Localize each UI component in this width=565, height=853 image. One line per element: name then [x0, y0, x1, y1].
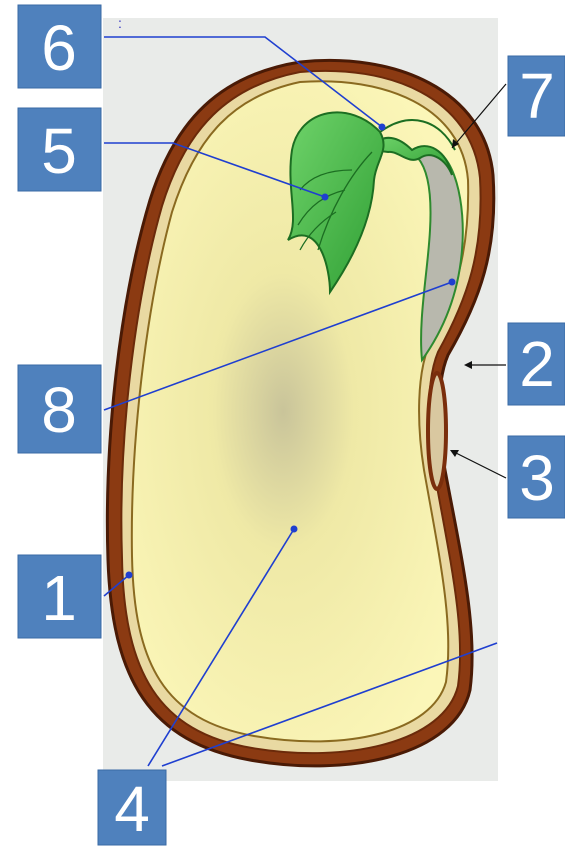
label-8: 8 [18, 365, 101, 453]
label-1: 1 [18, 555, 101, 638]
label-8-text: 8 [41, 374, 77, 446]
label-4-text: 4 [114, 773, 150, 845]
label-2-text: 2 [519, 328, 555, 400]
label-5-text: 5 [41, 115, 77, 187]
leader-dot-6 [379, 124, 386, 131]
label-7: 7 [508, 56, 565, 136]
label-2: 2 [508, 323, 565, 405]
label-6-text: 6 [41, 12, 77, 84]
label-3: 3 [508, 436, 565, 518]
label-6: 6 [18, 5, 101, 88]
leader-dot-5 [322, 194, 329, 201]
label-3-text: 3 [519, 442, 555, 514]
hilum [428, 373, 446, 489]
leader-dot-4 [291, 526, 298, 533]
label-4: 4 [98, 770, 166, 845]
label-7-text: 7 [519, 60, 555, 132]
leader-dot-1 [126, 572, 133, 579]
label-1-text: 1 [41, 562, 77, 634]
leader-dot-8 [449, 279, 456, 286]
label-5: 5 [18, 108, 101, 191]
top-mark: : [118, 15, 122, 31]
